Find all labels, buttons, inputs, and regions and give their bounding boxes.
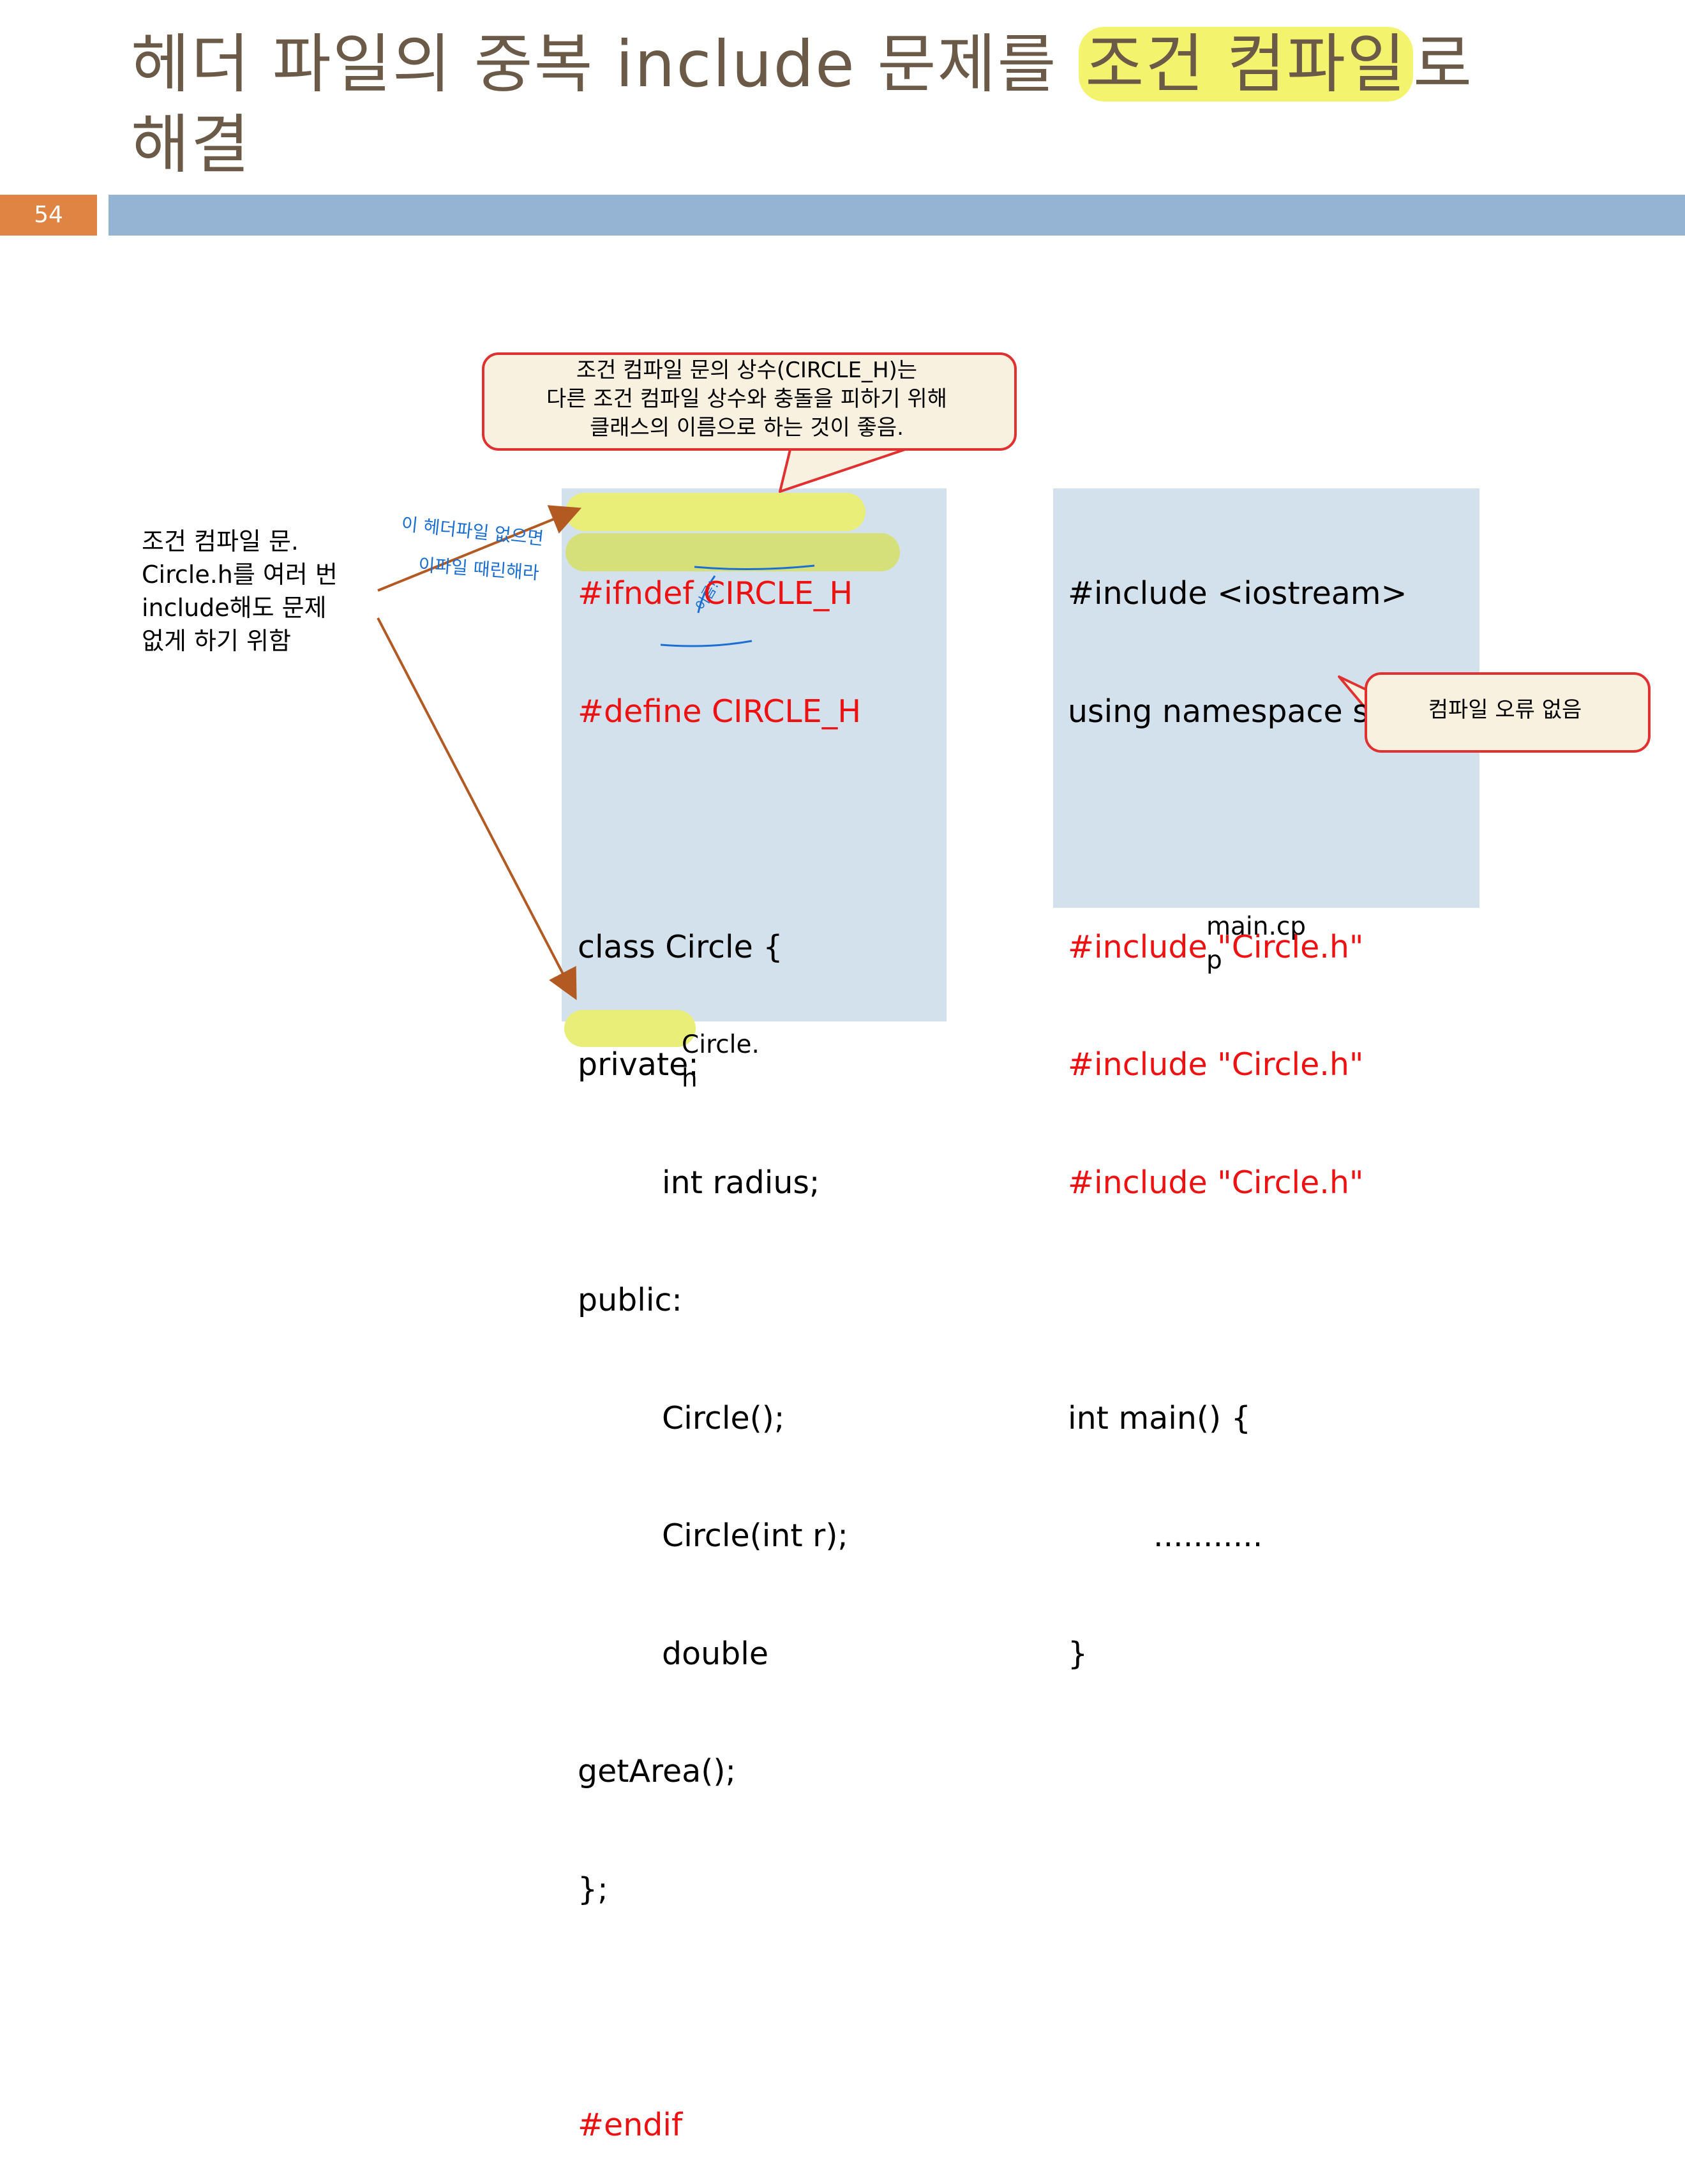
callout-top-line3: 클래스의 이름으로 하는 것이 좋음. bbox=[482, 414, 1012, 442]
circle-h-code: #ifndef CIRCLE_H #define CIRCLE_H class … bbox=[578, 495, 861, 2184]
code-include-circle-3: #include "Circle.h" bbox=[1068, 1164, 1364, 1201]
code-close: }; bbox=[578, 1871, 608, 1908]
callout-top-underlined: 클래스의 이름 bbox=[590, 415, 717, 441]
circle-h-label-line2: h bbox=[682, 1064, 698, 1093]
ink-stroke bbox=[697, 575, 716, 614]
handwritten-note-1: 이 헤더파일 없으면 bbox=[400, 513, 544, 549]
title-line-2: 해결 bbox=[131, 107, 251, 182]
ink-underline-circle bbox=[660, 640, 753, 647]
code-public: public: bbox=[578, 1282, 682, 1318]
page-number-background bbox=[0, 195, 97, 236]
callout-right bbox=[1365, 672, 1651, 753]
side-note: 조건 컴파일 문. Circle.h를 여러 번 include해도 문제 없게… bbox=[142, 525, 384, 658]
code-ifndef: #ifndef CIRCLE_H bbox=[578, 575, 853, 612]
main-cpp-label-line1: main.cp bbox=[1206, 912, 1307, 941]
callout-top-line3-rest: 으로 하는 것이 좋음. bbox=[716, 415, 904, 441]
code-ctor2: Circle(int r); bbox=[662, 1518, 848, 1554]
header-bar bbox=[109, 195, 1685, 236]
code-blank bbox=[1068, 810, 1412, 849]
callout-top-line2: 다른 조건 컴파일 상수와 충돌을 피하기 위해 bbox=[546, 386, 947, 412]
callout-top-tail bbox=[779, 443, 922, 493]
callout-top-line1: 조건 컴파일 문의 상수(CIRCLE_H)는 bbox=[576, 358, 918, 383]
code-blank-2 bbox=[1068, 1281, 1412, 1320]
main-cpp-label: main.cp p bbox=[1206, 910, 1306, 977]
highlight-ifndef bbox=[565, 493, 865, 531]
code-close-brace: } bbox=[1068, 1635, 1088, 1672]
code-private: private: bbox=[578, 1046, 699, 1083]
code-include-circle-2: #include "Circle.h" bbox=[1068, 1046, 1364, 1083]
side-note-line2: Circle.h를 여러 번 bbox=[142, 561, 338, 589]
ink-underline-define bbox=[694, 564, 815, 571]
code-include-iostream: #include <iostream> bbox=[1068, 575, 1407, 612]
highlight-define bbox=[565, 533, 900, 571]
side-note-line4: 없게 하기 위함 bbox=[142, 627, 291, 655]
code-class-decl: class Circle { bbox=[578, 928, 783, 965]
circle-h-label-line1: Circle. bbox=[682, 1030, 760, 1059]
code-double: double bbox=[662, 1635, 769, 1672]
callout-top-text: 조건 컴파일 문의 상수(CIRCLE_H)는 다른 조건 컴파일 상수와 충돌… bbox=[482, 356, 1012, 442]
code-main-signature: int main() { bbox=[1068, 1399, 1251, 1436]
code-dots: ........... bbox=[1153, 1518, 1263, 1554]
main-cpp-code: #include <iostream> using namespace std;… bbox=[1068, 495, 1412, 1713]
code-define: #define CIRCLE_H bbox=[578, 693, 862, 730]
code-ctor1: Circle(); bbox=[662, 1399, 785, 1436]
code-endif: #endif bbox=[578, 2106, 683, 2143]
title-highlight: 조건 컴파일 bbox=[1079, 27, 1414, 102]
side-note-line3: include해도 문제 bbox=[142, 594, 327, 622]
title-text: 헤더 파일의 중복 include 문제를 bbox=[131, 27, 1079, 102]
code-get-area: getArea(); bbox=[578, 1753, 736, 1789]
circle-h-code-box bbox=[562, 488, 947, 1021]
code-blank-2 bbox=[578, 1987, 861, 2027]
code-blank bbox=[578, 810, 861, 849]
main-cpp-label-line2: p bbox=[1206, 946, 1222, 975]
title-text-end: 로 bbox=[1413, 27, 1474, 102]
circle-h-label: Circle. h bbox=[682, 1028, 760, 1096]
side-note-line1: 조건 컴파일 문. bbox=[142, 527, 299, 555]
arrow-to-ifndef bbox=[377, 505, 582, 592]
code-using: using namespace std; bbox=[1068, 693, 1412, 730]
callout-top bbox=[482, 352, 1017, 451]
code-include-circle-1: #include "Circle.h" bbox=[1068, 928, 1364, 965]
callout-right-text: 컴파일 오류 없음 bbox=[1428, 697, 1582, 723]
handwritten-note-2: 이파일 때린해라 bbox=[418, 554, 540, 584]
code-radius: int radius; bbox=[662, 1164, 820, 1201]
page-number: 54 bbox=[34, 202, 63, 228]
arrow-to-endif bbox=[377, 617, 577, 1000]
highlight-endif bbox=[564, 1010, 696, 1047]
